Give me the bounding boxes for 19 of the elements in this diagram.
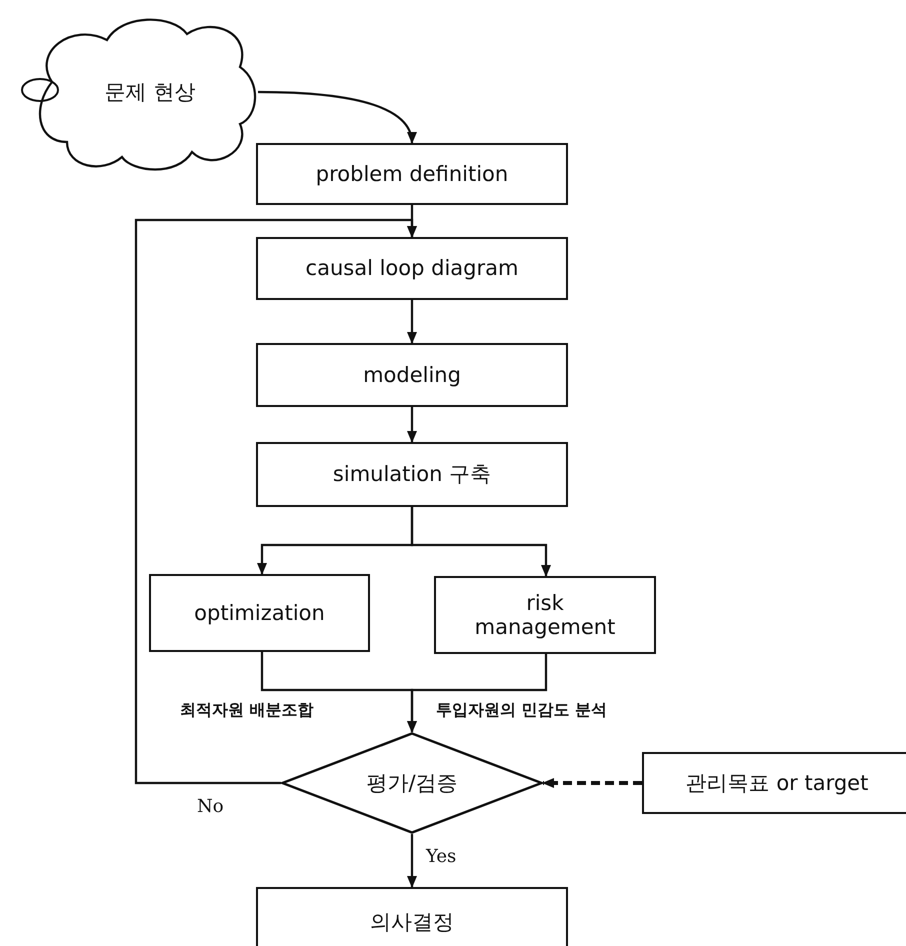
arrow [410, 507, 551, 577]
arrow [407, 407, 417, 443]
process-box: simulation 구축 [256, 442, 568, 507]
arrow [407, 654, 548, 733]
process-box: modeling [256, 343, 568, 407]
process-box: problem definition [256, 143, 568, 205]
annotation-text: 최적자원 배분조합 [180, 700, 314, 721]
process-box: 의사결정 [256, 887, 568, 946]
arrow [258, 90, 416, 144]
process-box: risk management [434, 576, 656, 654]
process-box: causal loop diagram [256, 237, 568, 300]
annotation-text: 투입자원의 민감도 분석 [436, 700, 608, 721]
process-box: optimization [149, 574, 370, 652]
decision-diamond: 평가/검증 [281, 732, 543, 834]
arrow [407, 834, 417, 888]
arrow [407, 300, 417, 344]
arrow [134, 218, 417, 784]
process-box: 관리목표 or target [642, 752, 906, 814]
dashed-arrow [542, 778, 642, 788]
